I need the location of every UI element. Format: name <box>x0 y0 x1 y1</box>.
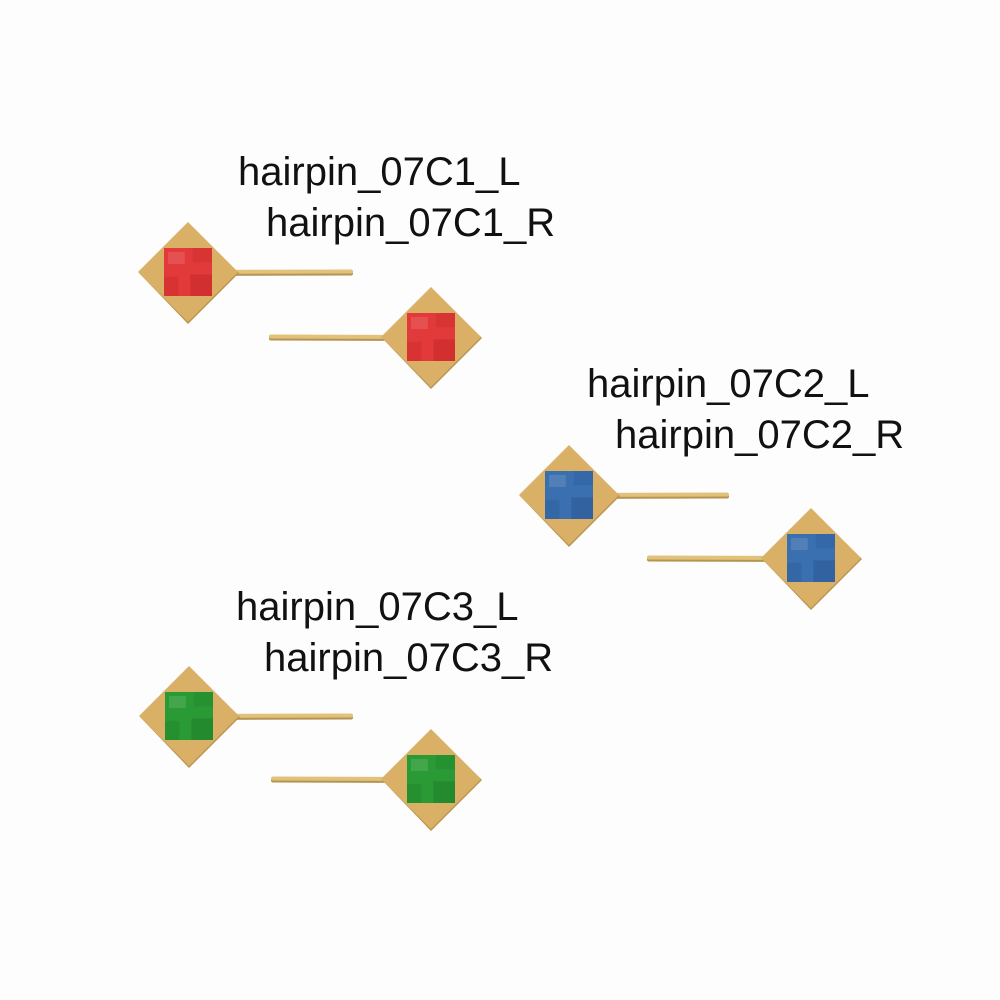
hairpin-07c3-l <box>139 666 353 768</box>
gem-facet <box>433 781 455 803</box>
hairpin-07c2-r <box>647 508 862 610</box>
gem-facet <box>191 718 213 740</box>
gem-highlight <box>791 538 808 550</box>
label-hairpin-07c1-l: hairpin_07C1_L <box>238 150 521 194</box>
hairpin-07c3-r <box>271 729 482 831</box>
label-hairpin-07c3-l: hairpin_07C3_L <box>236 585 519 629</box>
gem-facet <box>407 783 422 803</box>
gem-facet <box>545 499 560 519</box>
hairpin-07c1-r <box>269 287 482 389</box>
hairpin-07c1-l <box>138 222 353 324</box>
hairpin-07c2-l <box>519 445 729 547</box>
gem-facet <box>573 471 593 486</box>
gem-facet <box>813 560 835 582</box>
label-hairpin-07c1-r: hairpin_07C1_R <box>266 201 556 245</box>
gem-highlight <box>411 759 428 771</box>
gem-facet <box>435 313 455 328</box>
gem-facet <box>165 720 180 740</box>
gem-facet <box>571 497 593 519</box>
gem-highlight <box>411 317 428 329</box>
gem-facet <box>815 534 835 549</box>
gem-facet <box>193 692 213 707</box>
gem-highlight <box>549 475 566 487</box>
label-hairpin-07c2-r: hairpin_07C2_R <box>615 413 905 457</box>
label-hairpin-07c2-l: hairpin_07C2_L <box>587 362 870 406</box>
label-hairpin-07c3-r: hairpin_07C3_R <box>264 636 554 680</box>
gem-facet <box>787 562 802 582</box>
gem-facet <box>192 248 212 263</box>
gem-facet <box>435 755 455 770</box>
gem-facet <box>164 276 179 296</box>
gem-highlight <box>169 696 186 708</box>
gem-highlight <box>168 252 185 264</box>
gem-facet <box>190 274 212 296</box>
gem-facet <box>407 341 422 361</box>
gem-facet <box>433 339 455 361</box>
